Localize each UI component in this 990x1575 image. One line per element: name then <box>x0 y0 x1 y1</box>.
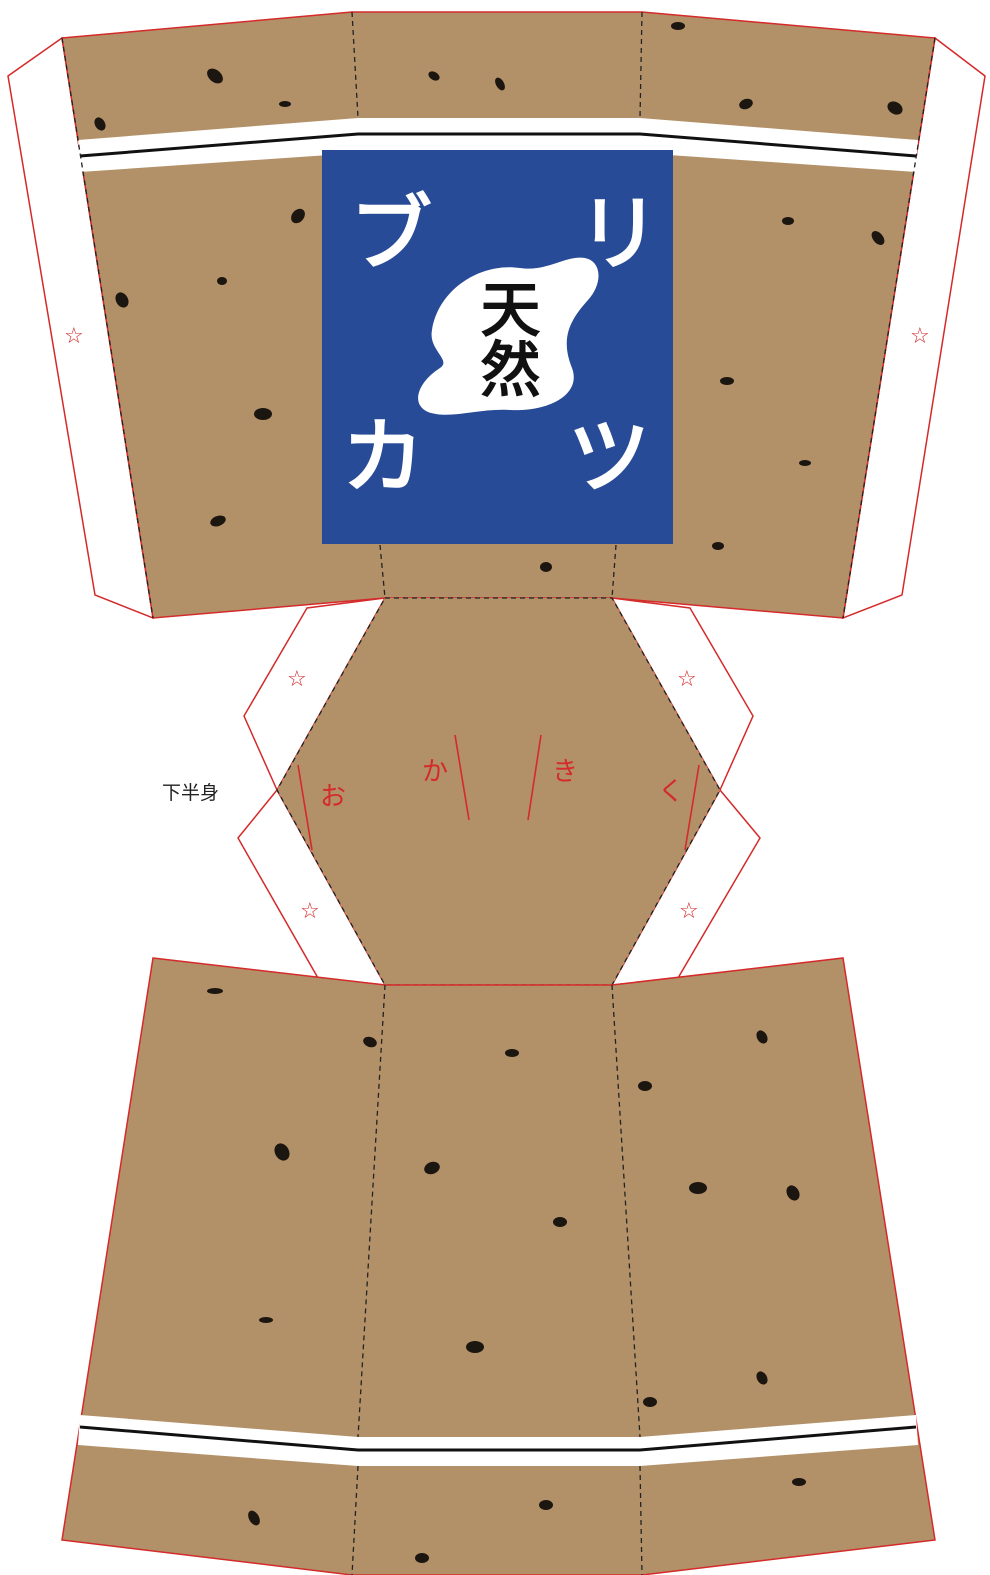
bottom-fold-lines <box>351 984 643 1575</box>
star-mark: ☆ <box>677 667 697 692</box>
fold-mark-ku: く <box>658 777 684 807</box>
brand-label: 天然 ブ リ カ ツ <box>322 150 673 544</box>
label-white-blob <box>418 257 599 415</box>
bottom-white-band <box>78 1415 918 1466</box>
fold-mark-ki: き <box>552 757 578 787</box>
slit-lines <box>297 734 700 851</box>
star-mark: ☆ <box>64 324 84 349</box>
star-mark: ☆ <box>300 899 320 924</box>
fold-mark-ka: か <box>422 757 448 787</box>
label-text-tennen: 天然 <box>470 278 540 398</box>
star-mark: ☆ <box>910 324 930 349</box>
brand-char-tsu: ツ <box>568 410 650 505</box>
bottom-body-panel <box>61 957 936 1575</box>
brand-char-ka: カ <box>342 410 424 505</box>
bottom-piece <box>61 957 936 1575</box>
brand-char-ri: リ <box>578 187 660 282</box>
specks <box>94 22 903 1563</box>
top-white-band <box>78 118 918 172</box>
star-mark: ☆ <box>679 899 699 924</box>
bottom-band-line <box>79 1425 917 1452</box>
fold-mark-o: お <box>320 782 346 812</box>
side-label: 下半身 <box>162 782 220 804</box>
top-band-line <box>79 132 917 158</box>
middle-piece: お か き く ☆ ☆ ☆ ☆ <box>237 597 761 986</box>
star-mark: ☆ <box>287 667 307 692</box>
top-fold-lines <box>61 11 936 619</box>
brand-char-bu: ブ <box>350 187 432 282</box>
